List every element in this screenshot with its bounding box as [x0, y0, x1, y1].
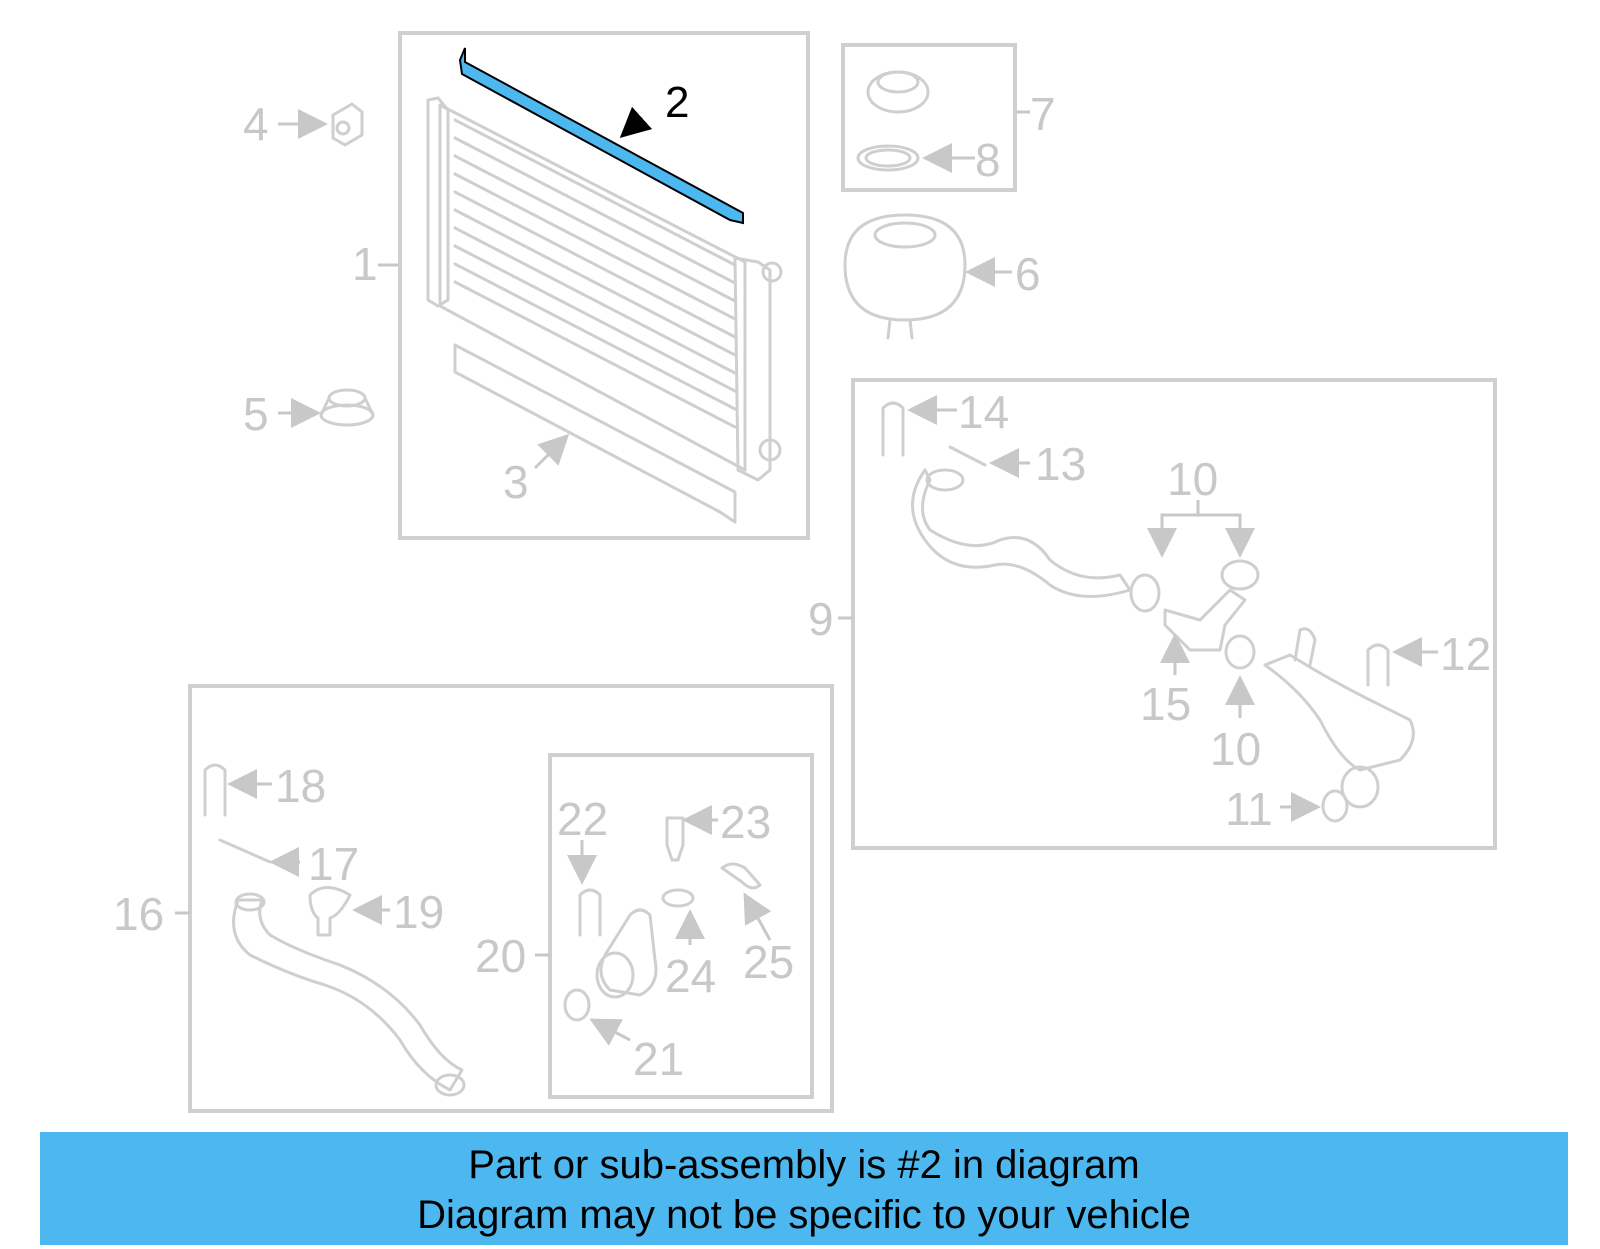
callout-23: 23 — [720, 796, 771, 848]
clamp-part-10a[interactable] — [1129, 573, 1161, 613]
callout-1: 1 — [352, 238, 378, 290]
air-guide-strip-part-2[interactable] — [458, 47, 744, 225]
cap-group — [841, 43, 1030, 192]
callout-17: 17 — [308, 838, 359, 890]
hose-group-9 — [838, 378, 1497, 850]
oring-part-21[interactable] — [563, 988, 591, 1022]
clip-part-13[interactable] — [948, 445, 987, 467]
callout-6: 6 — [1015, 248, 1041, 300]
callout-13: 13 — [1035, 438, 1086, 490]
callout-10-top: 10 — [1167, 453, 1218, 505]
clamp-part-10b[interactable] — [1220, 559, 1260, 591]
leader-10b — [1198, 513, 1255, 558]
lower-seal-part-3[interactable] — [453, 343, 737, 524]
lower-hose[interactable] — [1263, 627, 1415, 809]
cap-group-frame — [841, 43, 1017, 192]
leader-21 — [589, 1018, 631, 1046]
leader-3 — [533, 433, 570, 470]
callout-10-bottom: 10 — [1210, 723, 1261, 775]
notice-banner: Part or sub-assembly is #2 in diagram Di… — [40, 1132, 1568, 1245]
reservoir-part-6[interactable] — [843, 213, 967, 340]
callout-4: 4 — [243, 98, 269, 150]
fitting-part-20[interactable] — [595, 908, 658, 999]
bushing-part-5[interactable] — [319, 388, 375, 427]
sensor-part-23[interactable] — [665, 816, 685, 862]
callout-9: 9 — [808, 593, 834, 645]
clip-part-25[interactable] — [720, 862, 762, 890]
radiator-group-frame — [398, 31, 810, 540]
notice-line-disclaimer: Diagram may not be specific to your vehi… — [417, 1193, 1191, 1237]
seal-ring-part-8[interactable] — [856, 144, 920, 172]
mount-part-4[interactable] — [331, 102, 364, 147]
hose-group-16-frame — [188, 684, 834, 1113]
bracket-part-19[interactable] — [308, 886, 352, 937]
seal-part-17[interactable] — [218, 838, 272, 864]
hose-group-frame — [851, 378, 1497, 850]
connector-part-15[interactable] — [1163, 588, 1247, 652]
fitting-group-20-frame — [548, 753, 814, 1099]
radiator-group — [378, 31, 810, 540]
clip-part-22[interactable] — [578, 888, 602, 937]
callout-16: 16 — [113, 888, 164, 940]
callout-22: 22 — [557, 793, 608, 845]
callout-20: 20 — [475, 930, 526, 982]
radiator-core[interactable] — [426, 96, 783, 482]
callout-2[interactable]: 2 — [665, 78, 689, 127]
callout-labels: 1 2 3 4 5 6 7 8 9 10 10 11 12 13 14 15 1… — [113, 78, 1491, 1085]
callout-12: 12 — [1440, 628, 1491, 680]
clip-part-14[interactable] — [881, 401, 905, 457]
callout-19: 19 — [393, 886, 444, 938]
washer-part-24[interactable] — [661, 888, 695, 908]
callout-25: 25 — [743, 936, 794, 988]
cap-part[interactable] — [866, 70, 930, 114]
clamp-part-10c[interactable] — [1224, 634, 1256, 670]
callout-21: 21 — [633, 1033, 684, 1085]
leader-10a — [1147, 513, 1198, 558]
oring-part-11[interactable] — [1321, 789, 1349, 823]
callout-24: 24 — [665, 950, 716, 1002]
exploded-parts-diagram: 1 2 3 4 5 6 7 8 9 10 10 11 12 13 14 15 1… — [113, 31, 1497, 1113]
callout-18: 18 — [275, 760, 326, 812]
callout-14: 14 — [958, 386, 1009, 438]
leader-2 — [619, 106, 653, 139]
upper-hose[interactable] — [911, 468, 1132, 598]
hose-part-16[interactable] — [232, 892, 466, 1097]
callout-7: 7 — [1030, 88, 1056, 140]
clip-part-12[interactable] — [1366, 643, 1390, 687]
callout-3: 3 — [503, 456, 529, 508]
notice-line-part: Part or sub-assembly is #2 in diagram — [468, 1143, 1140, 1187]
callout-8: 8 — [975, 134, 1001, 186]
clip-part-18[interactable] — [203, 763, 227, 817]
callout-11: 11 — [1225, 783, 1273, 835]
leader-25 — [743, 892, 772, 941]
hose-group-16 — [175, 684, 834, 1113]
callout-5: 5 — [243, 388, 269, 440]
callout-15: 15 — [1140, 678, 1191, 730]
